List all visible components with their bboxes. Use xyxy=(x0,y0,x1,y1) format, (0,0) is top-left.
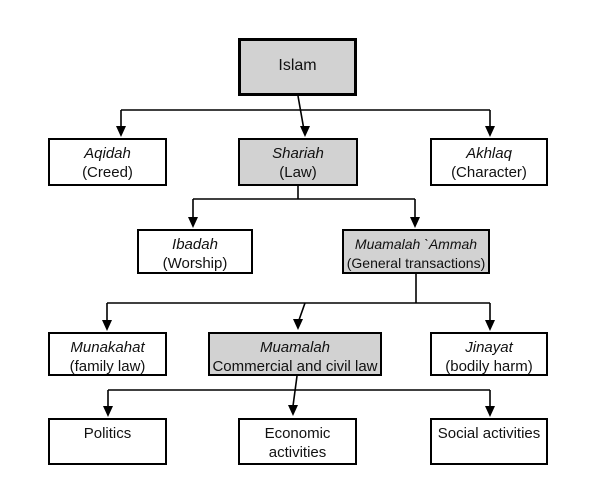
edge-islam-children xyxy=(116,95,495,137)
node-economic-label-line1: Economic xyxy=(264,425,331,442)
node-jinayat-desc: (bodily harm) xyxy=(445,358,533,375)
node-jinayat: Jinayat (bodily harm) xyxy=(430,332,548,376)
node-economic-label-line2: activities xyxy=(268,444,327,461)
node-economic-activities: Economic activities xyxy=(238,418,357,465)
arrowhead xyxy=(293,319,303,330)
node-ibadah-desc: (Worship) xyxy=(162,255,228,272)
node-muamalah: Muamalah Commercial and civil law xyxy=(208,332,382,376)
node-muamalah-ammah-desc: (General transactions) xyxy=(346,255,486,271)
node-muamalah-term: Muamalah xyxy=(259,339,331,356)
node-jinayat-term: Jinayat xyxy=(465,339,513,356)
node-shariah: Shariah (Law) xyxy=(238,138,358,186)
node-shariah-term: Shariah xyxy=(272,145,324,162)
node-politics: Politics xyxy=(48,418,167,465)
node-aqidah-desc: (Creed) xyxy=(82,164,133,181)
edge-muamalah-children xyxy=(103,375,495,417)
node-akhlaq-term: Akhlaq xyxy=(466,145,512,162)
node-social-activities: Social activities xyxy=(430,418,548,465)
node-aqidah-term: Aqidah xyxy=(84,145,131,162)
node-politics-label: Politics xyxy=(83,425,132,442)
arrowhead xyxy=(288,405,298,416)
node-muamalah-ammah: Muamalah `Ammah (General transactions) xyxy=(342,229,490,274)
arrowhead xyxy=(485,406,495,417)
node-ibadah: Ibadah (Worship) xyxy=(137,229,253,274)
arrowhead xyxy=(300,126,310,137)
node-munakahat: Munakahat (family law) xyxy=(48,332,167,376)
arrowhead xyxy=(116,126,126,137)
node-munakahat-desc: (family law) xyxy=(69,358,146,375)
arrowhead xyxy=(485,320,495,331)
node-munakahat-term: Munakahat xyxy=(70,339,145,356)
node-muamalah-ammah-term: Muamalah `Ammah xyxy=(354,236,478,252)
node-ibadah-term: Ibadah xyxy=(172,236,218,253)
edge-muamalah-ammah-children xyxy=(102,274,495,331)
node-social-label: Social activities xyxy=(437,425,541,442)
node-akhlaq: Akhlaq (Character) xyxy=(430,138,548,186)
edge-shariah-children xyxy=(188,186,420,228)
node-muamalah-desc: Commercial and civil law xyxy=(212,358,378,375)
node-akhlaq-desc: (Character) xyxy=(451,164,527,181)
arrowhead xyxy=(410,217,420,228)
arrowhead xyxy=(188,217,198,228)
arrowhead xyxy=(103,406,113,417)
node-shariah-desc: (Law) xyxy=(279,164,317,181)
arrowhead xyxy=(102,320,112,331)
node-islam: Islam xyxy=(238,38,357,96)
arrowhead xyxy=(485,126,495,137)
node-islam-label: Islam xyxy=(278,56,317,74)
node-aqidah: Aqidah (Creed) xyxy=(48,138,167,186)
